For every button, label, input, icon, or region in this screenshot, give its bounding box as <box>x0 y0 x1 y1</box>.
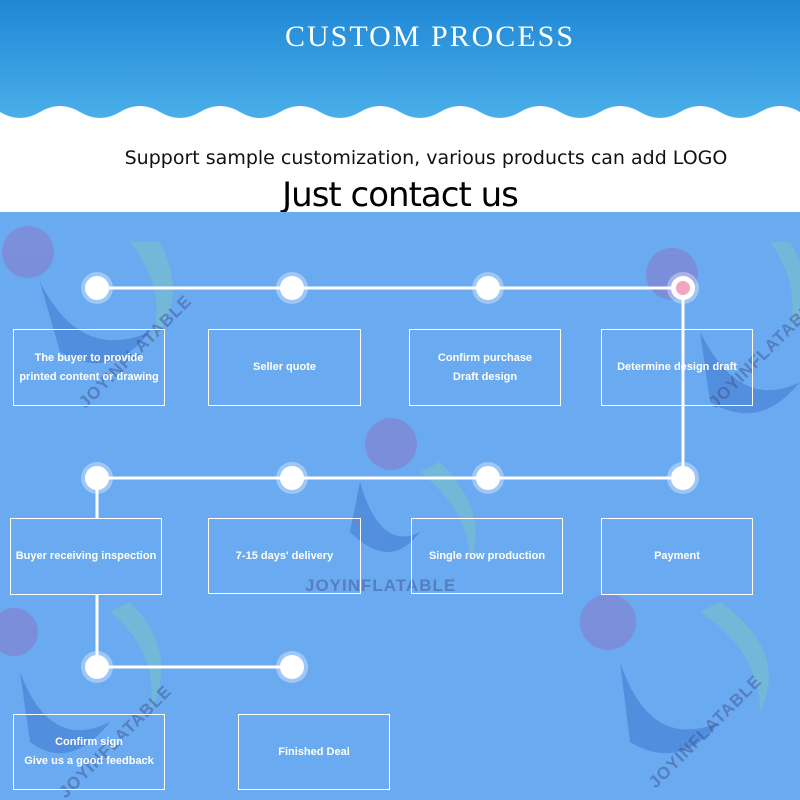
flow-node <box>671 466 695 490</box>
step-text: Determine design draft <box>617 361 737 373</box>
step-text: Seller quote <box>253 361 316 373</box>
step-text: Confirm sign <box>55 736 123 748</box>
flow-node <box>280 466 304 490</box>
background-decoration <box>0 226 800 754</box>
deco-swoosh <box>20 672 110 754</box>
process-flow-area: JOYINFLATABLE JOYINFLATABLE JOYINFLATABL… <box>0 212 800 800</box>
step-delivery: 7-15 days' delivery <box>208 518 361 594</box>
flow-node-accent-dot <box>676 281 690 295</box>
step-buyer-receiving-inspection: Buyer receiving inspection <box>10 518 162 595</box>
step-text: Single row production <box>428 549 546 562</box>
contact-heading: Just contact us <box>282 175 519 215</box>
header-banner <box>0 0 800 118</box>
step-text: Give us a good feedback <box>24 755 154 767</box>
deco-swoosh <box>130 242 173 342</box>
step-text: Payment <box>654 550 700 562</box>
step-text: printed content or drawing <box>19 370 159 383</box>
deco-circle <box>580 594 636 650</box>
deco-swoosh <box>620 662 720 754</box>
flow-node <box>476 276 500 300</box>
deco-swoosh <box>770 242 800 332</box>
step-payment: Payment <box>601 518 753 595</box>
deco-swoosh <box>350 482 420 552</box>
step-text: Finished Deal <box>278 745 350 758</box>
deco-swoosh <box>700 602 769 712</box>
step-seller-quote: Seller quote <box>208 329 361 406</box>
step-single-row-production: Single row production <box>411 518 563 594</box>
page-title: CUSTOM PROCESS <box>284 20 576 53</box>
flow-node <box>280 655 304 679</box>
deco-swoosh <box>420 462 476 562</box>
step-confirm-sign: Confirm sign Give us a good feedback <box>13 714 165 790</box>
watermark-text: JOYINFLATABLE <box>305 576 457 595</box>
step-text: Draft design <box>452 370 518 383</box>
step-finished-deal: Finished Deal <box>238 714 390 790</box>
flow-node <box>85 276 109 300</box>
deco-circle <box>365 418 417 470</box>
step-text: 7-15 days' delivery <box>235 549 334 562</box>
step-confirm-purchase: Confirm purchase Draft design <box>409 329 561 406</box>
deco-swoosh <box>40 282 150 364</box>
flow-connectors <box>95 286 685 669</box>
deco-circle <box>0 608 38 656</box>
deco-swoosh <box>700 332 800 414</box>
banner-wave <box>0 0 800 118</box>
flow-node <box>476 466 500 490</box>
flow-node-accent <box>671 276 695 300</box>
flow-node <box>280 276 304 300</box>
step-text: Buyer receiving inspection <box>15 550 157 562</box>
deco-swoosh <box>110 602 162 712</box>
intro-subtitle: Support sample customization, various pr… <box>124 147 728 169</box>
flow-node <box>85 466 109 490</box>
step-text: The buyer to provide <box>34 351 144 364</box>
flow-node <box>85 655 109 679</box>
deco-circle <box>2 226 54 278</box>
step-determine-design-draft: Determine design draft <box>601 329 753 406</box>
step-text: Confirm purchase <box>437 351 533 364</box>
step-buyer-provide-content: The buyer to provide printed content or … <box>13 329 165 406</box>
